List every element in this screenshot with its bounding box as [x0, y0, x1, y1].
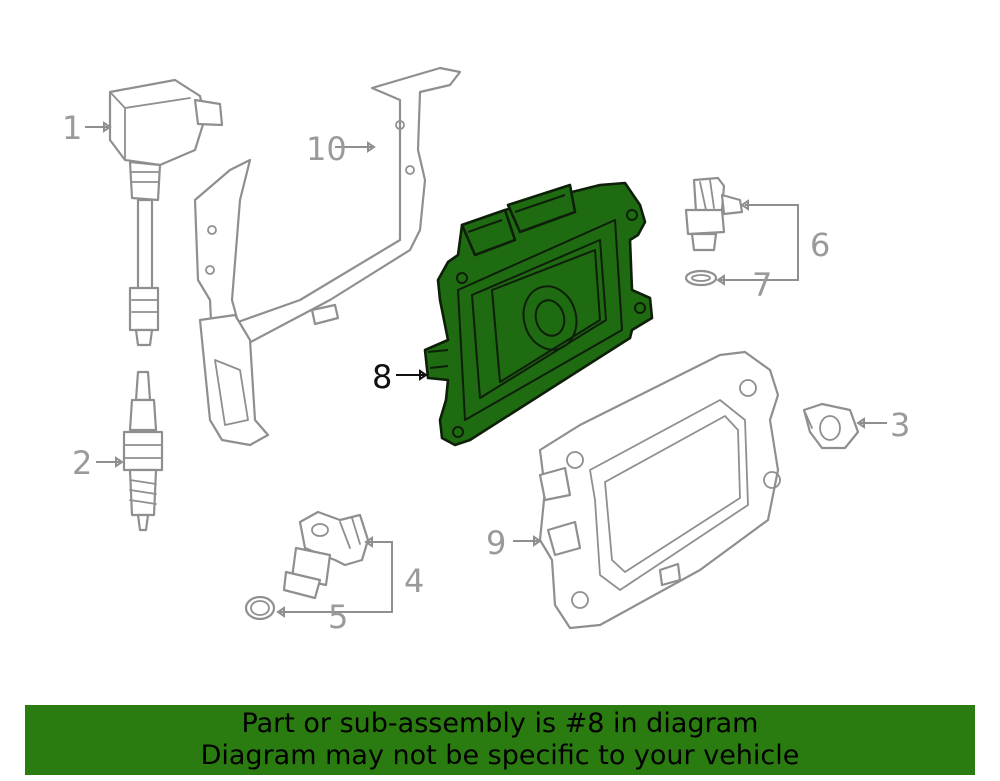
- part-7-o-ring[interactable]: [684, 269, 718, 287]
- banner-line-2: Diagram may not be specific to your vehi…: [200, 740, 800, 771]
- part-2-spark-plug[interactable]: [122, 370, 164, 532]
- callout-6: 6: [810, 226, 830, 264]
- callout-3: 3: [890, 406, 910, 444]
- part-10-bracket[interactable]: [193, 66, 462, 447]
- leader-lines: [85, 121, 887, 618]
- callout-9: 9: [486, 524, 506, 562]
- callout-labels: 1 2 3 4 5 6 7 8 9 10: [62, 109, 910, 636]
- part-1-ignition-coil[interactable]: [108, 78, 224, 347]
- callout-5: 5: [328, 598, 348, 636]
- callout-1: 1: [62, 109, 82, 147]
- callout-4: 4: [404, 562, 424, 600]
- callout-10: 10: [306, 130, 347, 168]
- part-3-knock-sensor[interactable]: [802, 402, 860, 450]
- part-9-ecu-bracket[interactable]: [538, 350, 781, 630]
- info-banner: Part or sub-assembly is #8 in diagram Di…: [25, 705, 975, 775]
- part-6-sensor[interactable]: [684, 176, 744, 252]
- banner-line-1: Part or sub-assembly is #8 in diagram: [241, 708, 759, 739]
- callout-2: 2: [72, 444, 92, 482]
- part-8-ecu-highlighted[interactable]: [423, 181, 654, 447]
- callout-8: 8: [372, 358, 392, 396]
- part-4-sensor[interactable]: [282, 510, 370, 600]
- callout-7: 7: [752, 266, 772, 304]
- part-5-o-ring[interactable]: [244, 595, 276, 621]
